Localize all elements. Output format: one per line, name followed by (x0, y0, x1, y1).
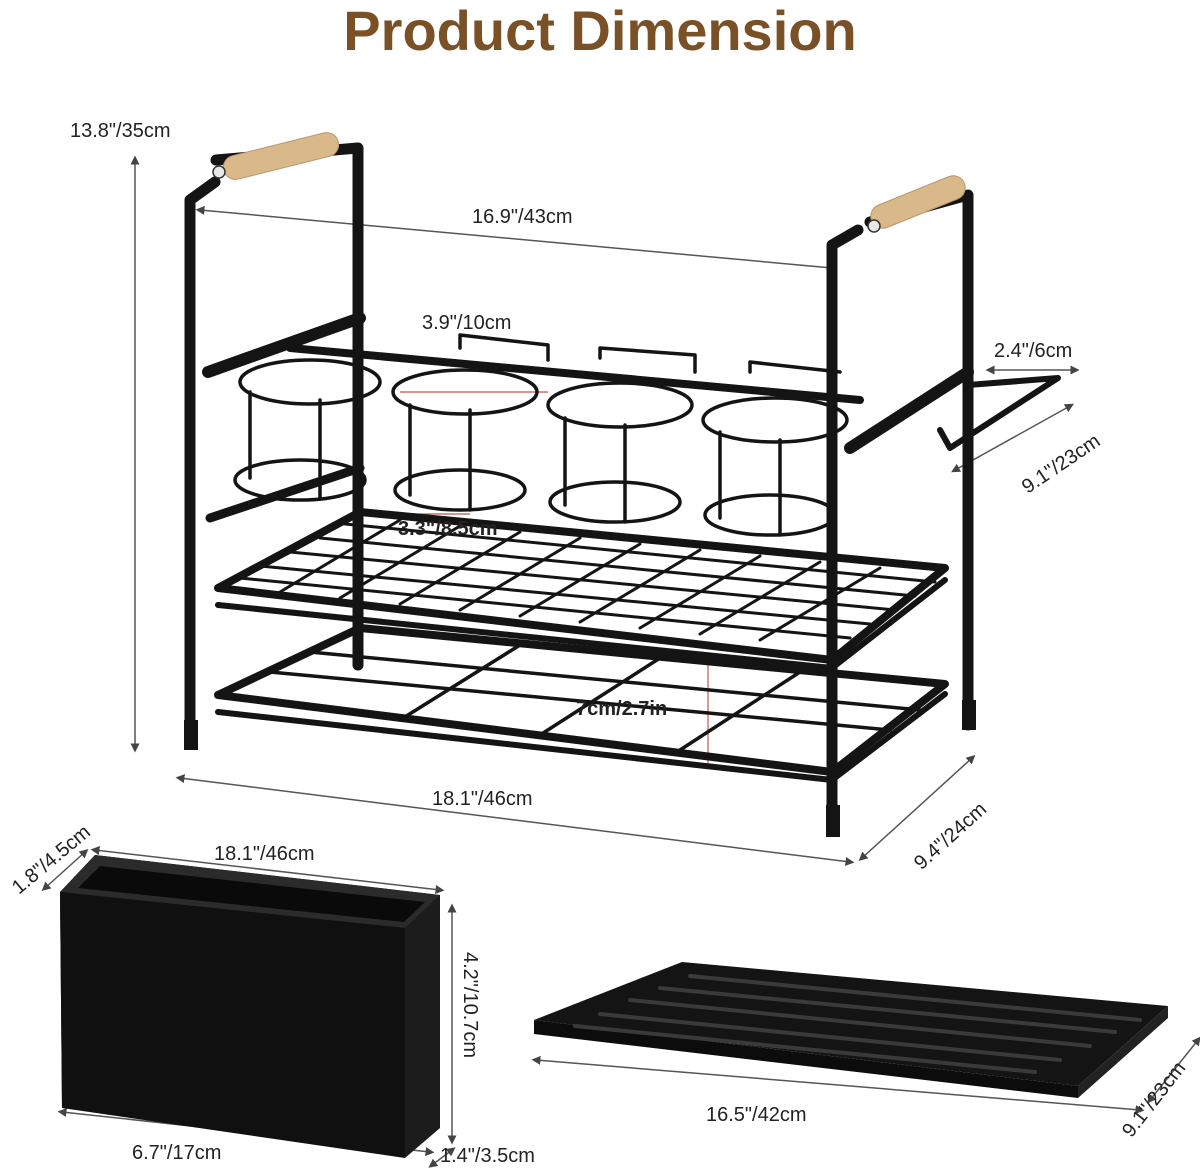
bin-height-label: 4.2"/10.7cm (459, 952, 481, 1059)
drip-tray (534, 962, 1168, 1098)
bin-width-label: 6.7"/17cm (132, 1142, 222, 1164)
bin-bottom-depth-label: 1.4"/3.5cm (440, 1145, 535, 1167)
hook-length-label: 2.4"/6cm (994, 340, 1073, 362)
page-title: Product Dimension (343, 0, 857, 62)
wooden-handles (212, 132, 966, 233)
handle-span-label: 16.9"/43cm (472, 206, 573, 228)
bin-length-label: 18.1"/46cm (214, 843, 315, 865)
rack-length-label: 18.1"/46cm (432, 788, 533, 810)
cup-diameter-label: 3.9"/10cm (422, 312, 512, 334)
drying-rack (184, 142, 1061, 837)
rack-height-label: 13.8"/35cm (70, 120, 171, 142)
utensil-bin (60, 855, 440, 1158)
cup-bottom-label: 3.3"/8.5cm (398, 518, 498, 540)
shelf-gap-label: 7cm/2.7in (576, 698, 668, 720)
tray-length-label: 16.5"/42cm (706, 1104, 807, 1126)
